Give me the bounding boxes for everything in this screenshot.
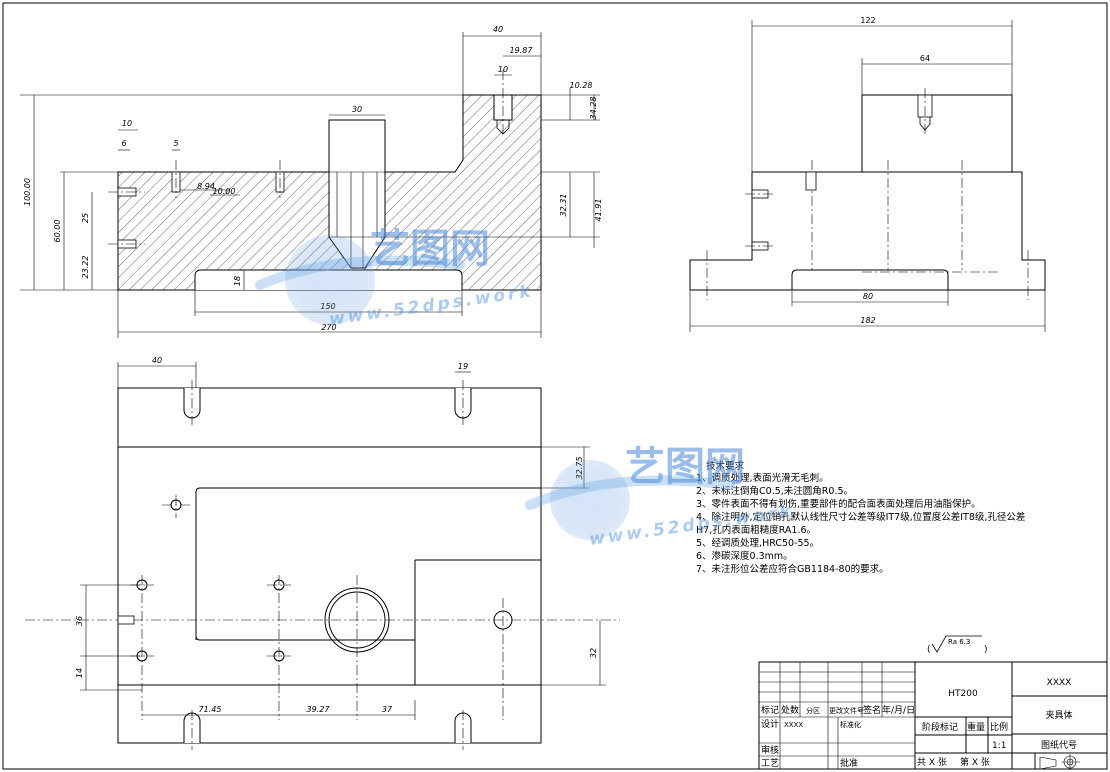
tb-gong-zhang: 共 X 张 (917, 757, 947, 768)
dim-h-41-91: 41.91 (594, 199, 603, 222)
tb-designer: XXXX (784, 721, 803, 729)
tb-pizhun: 批准 (840, 757, 858, 769)
technical-requirements: 技术要求 1、调质处理,表面光滑无毛刺。 2、未标注倒角C0.5,未注圆角R0.… (696, 460, 1025, 575)
plan-dim-left-36: 36 (75, 616, 84, 626)
tb-bili: 比例 (990, 721, 1008, 733)
tb-shenhe: 审核 (761, 744, 779, 756)
tb-qianming: 签名 (863, 704, 881, 716)
tb-chushu: 处数 (781, 704, 799, 716)
tech-req-item-1: 1、调质处理,表面光滑无毛刺。 (696, 472, 829, 484)
tb-gongyi: 工艺 (761, 758, 779, 769)
watermark-globe-icon-2 (550, 460, 630, 540)
projection-symbol-icon (1039, 754, 1080, 770)
tb-material: HT200 (948, 689, 978, 699)
plan-view: 40 19 32.75 36 14 32 71.45 39.27 37 (25, 356, 620, 750)
dim-step-v1: 10.28 (570, 81, 593, 90)
plan-dim-left-14: 14 (75, 668, 84, 678)
dim-10-00: 10.00 (213, 187, 236, 196)
watermark-brand-top: 艺图网 (370, 226, 490, 272)
tech-req-item-4: 4、除注明外,定位销孔默认线性尺寸公差等级IT7级,位置度公差IT8级,孔径公差 (696, 511, 1025, 523)
tb-tuzhi: 图纸代号 (1041, 739, 1077, 751)
plan-dim-slot-19: 19 (458, 362, 468, 371)
dim-top-width: 40 (493, 25, 503, 34)
side-view: 122 64 80 182 (689, 16, 1046, 332)
dim-h-23-22: 23.22 (81, 256, 90, 279)
side-dim-base-inner: 80 (863, 292, 873, 301)
dim-hole-dia: 10 (498, 65, 508, 74)
plan-dim-x-39-27: 39.27 (307, 705, 331, 714)
tech-req-item-7: 7、未注形位公差应符合GB1184-80的要求。 (696, 563, 889, 575)
plan-dim-x-37: 37 (382, 705, 393, 714)
tech-req-item-5: 5、经调质处理,HRC50-55。 (696, 537, 819, 549)
tb-scale: 1:1 (992, 741, 1006, 751)
roughness-symbol: ( Ra 6.3 ) (927, 635, 988, 655)
dim-slot-5: 5 (173, 139, 178, 148)
dim-hole-offset: 19.87 (510, 46, 534, 55)
tb-sheji: 设计 (761, 718, 779, 730)
dim-recess-depth: 18 (233, 276, 242, 286)
plan-dim-left-40: 40 (152, 356, 162, 365)
tech-req-item-6: 6、渗碳深度0.3mm。 (696, 550, 793, 562)
tech-req-item-4b: H7,孔内表面粗糙度RA1.6。 (696, 524, 816, 536)
tb-fenqu: 分区 (806, 706, 820, 715)
watermark-mid: 艺图网 www.52dps.work (525, 444, 795, 550)
tb-biaozhunhua: 标准化 (840, 720, 861, 729)
side-view-outline (689, 94, 1046, 291)
watermark-brand-mid: 艺图网 (625, 444, 745, 490)
tb-zhongliang: 重量 (967, 721, 985, 733)
dim-overall-width: 270 (321, 323, 336, 332)
dim-h-32-31: 32.31 (559, 194, 568, 217)
tb-gengai: 更改文件号 (829, 706, 864, 715)
dim-left-hole-w2: 6 (121, 139, 126, 148)
watermark-globe-icon (285, 235, 375, 325)
side-dim-overall-width: 182 (860, 316, 875, 325)
title-block: 标记 处数 分区 更改文件号 签名 年/月/日 设计 XXXX 标准化 审核 工… (758, 661, 1108, 770)
side-dim-top-width: 122 (860, 16, 875, 25)
tb-di-zhang: 第 X 张 (960, 756, 990, 768)
tech-req-item-3: 3、零件表面不得有划伤,重要部件的配合面表面处理后用油脂保护。 (696, 498, 981, 510)
dim-center-slot: 30 (352, 105, 362, 114)
dim-left-hole-w1: 10 (122, 119, 132, 128)
dim-h-60: 60.00 (53, 220, 62, 243)
plan-outline (117, 387, 542, 744)
front-section-view: 40 19.87 10 10.28 34.28 10 6 5 8.94 10.0… (20, 25, 603, 338)
dim-total-height: 100.00 (23, 178, 32, 206)
tb-drawing-no: XXXX (1047, 678, 1072, 688)
svg-text:): ) (984, 645, 988, 655)
tech-req-title: 技术要求 (706, 460, 745, 472)
dim-step-v2: 34.28 (589, 97, 598, 120)
tb-jieduan: 阶段标记 (922, 721, 958, 733)
tb-part-name: 夹具体 (1045, 709, 1072, 721)
tb-nianyueri: 年/月/日 (882, 704, 915, 716)
tb-biaoji: 标记 (761, 704, 779, 716)
roughness-label: Ra 6.3 (948, 638, 970, 646)
plan-dim-x-71-45: 71.45 (199, 705, 222, 714)
side-dim-inner-width: 64 (920, 54, 930, 63)
plan-dim-right-32: 32 (589, 648, 598, 658)
svg-text:(: ( (927, 645, 931, 655)
tech-req-item-2: 2、未标注倒角C0.5,未注圆角R0.5。 (696, 485, 853, 497)
dim-8-94: 8.94 (197, 182, 215, 191)
dim-h-25: 25 (81, 213, 90, 223)
